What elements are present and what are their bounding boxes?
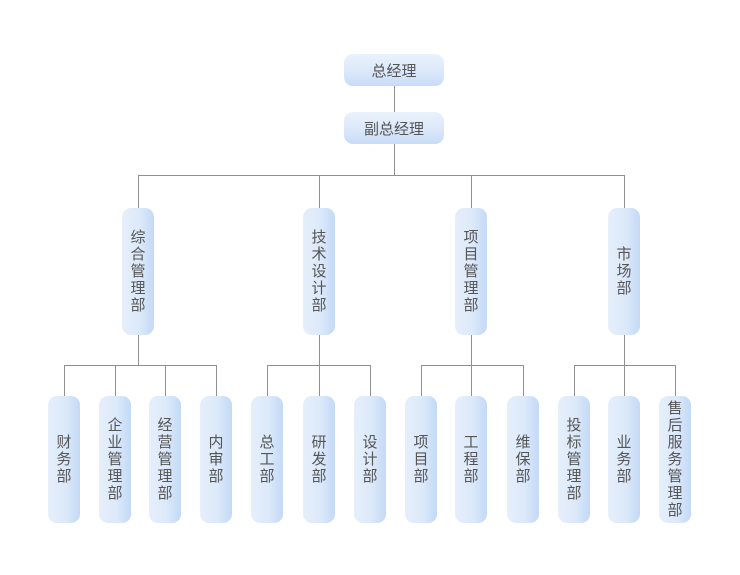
node-label: 业务部 [616, 433, 632, 485]
node-label: 研发部 [311, 433, 327, 485]
connector-root-deputy [394, 86, 395, 112]
connector-level2-bus [574, 365, 676, 366]
connector-level2-bus [64, 365, 217, 366]
node-label: 维保部 [515, 433, 531, 485]
connector-to-subdepartment [421, 365, 422, 396]
node-subdepartment[interactable]: 投标管理部 [558, 396, 590, 523]
node-label: 工程部 [463, 433, 479, 485]
node-label: 项目部 [413, 433, 429, 485]
node-label: 技术设计部 [311, 228, 327, 314]
node-subdepartment[interactable]: 维保部 [507, 396, 539, 523]
node-subdepartment[interactable]: 售后服务管理部 [659, 396, 691, 523]
connector-to-subdepartment [624, 365, 625, 396]
connector-to-department [471, 175, 472, 208]
connector-to-subdepartment [675, 365, 676, 396]
node-label: 项目管理部 [463, 228, 479, 314]
node-subdepartment[interactable]: 总工部 [251, 396, 283, 523]
connector-department-bus [319, 335, 320, 365]
node-label: 总工部 [259, 433, 275, 485]
node-general-manager[interactable]: 总经理 [344, 54, 444, 86]
node-subdepartment[interactable]: 业务部 [608, 396, 640, 523]
connector-to-subdepartment [471, 365, 472, 396]
node-label: 设计部 [362, 433, 378, 485]
node-department[interactable]: 项目管理部 [455, 208, 487, 335]
node-label: 经营管理部 [157, 416, 173, 502]
node-department[interactable]: 市场部 [608, 208, 640, 335]
node-subdepartment[interactable]: 工程部 [455, 396, 487, 523]
connector-to-subdepartment [523, 365, 524, 396]
connector-to-subdepartment [165, 365, 166, 396]
connector-level2-bus [421, 365, 524, 366]
connector-deputy-bus [394, 144, 395, 175]
node-subdepartment[interactable]: 内审部 [200, 396, 232, 523]
node-subdepartment[interactable]: 企业管理部 [99, 396, 131, 523]
node-subdepartment[interactable]: 经营管理部 [149, 396, 181, 523]
connector-to-department [138, 175, 139, 208]
connector-to-subdepartment [370, 365, 371, 396]
node-label: 财务部 [56, 433, 72, 485]
node-subdepartment[interactable]: 项目部 [405, 396, 437, 523]
connector-level1-bus [138, 175, 625, 176]
node-label: 市场部 [616, 245, 632, 297]
connector-department-bus [471, 335, 472, 365]
connector-department-bus [624, 335, 625, 365]
connector-to-department [624, 175, 625, 208]
node-department[interactable]: 综合管理部 [122, 208, 154, 335]
connector-to-subdepartment [319, 365, 320, 396]
node-label: 副总经理 [363, 119, 424, 138]
node-label: 内审部 [208, 433, 224, 485]
node-subdepartment[interactable]: 财务部 [48, 396, 80, 523]
connector-department-bus [138, 335, 139, 365]
connector-to-subdepartment [267, 365, 268, 396]
connector-to-department [319, 175, 320, 208]
node-subdepartment[interactable]: 研发部 [303, 396, 335, 523]
node-label: 投标管理部 [566, 416, 582, 502]
connector-to-subdepartment [64, 365, 65, 396]
node-deputy-general-manager[interactable]: 副总经理 [344, 112, 444, 144]
node-subdepartment[interactable]: 设计部 [354, 396, 386, 523]
node-label: 总经理 [371, 61, 417, 80]
node-label: 综合管理部 [130, 228, 146, 314]
connector-to-subdepartment [216, 365, 217, 396]
node-department[interactable]: 技术设计部 [303, 208, 335, 335]
node-label: 售后服务管理部 [667, 399, 683, 519]
connector-to-subdepartment [574, 365, 575, 396]
node-label: 企业管理部 [107, 416, 123, 502]
connector-to-subdepartment [115, 365, 116, 396]
